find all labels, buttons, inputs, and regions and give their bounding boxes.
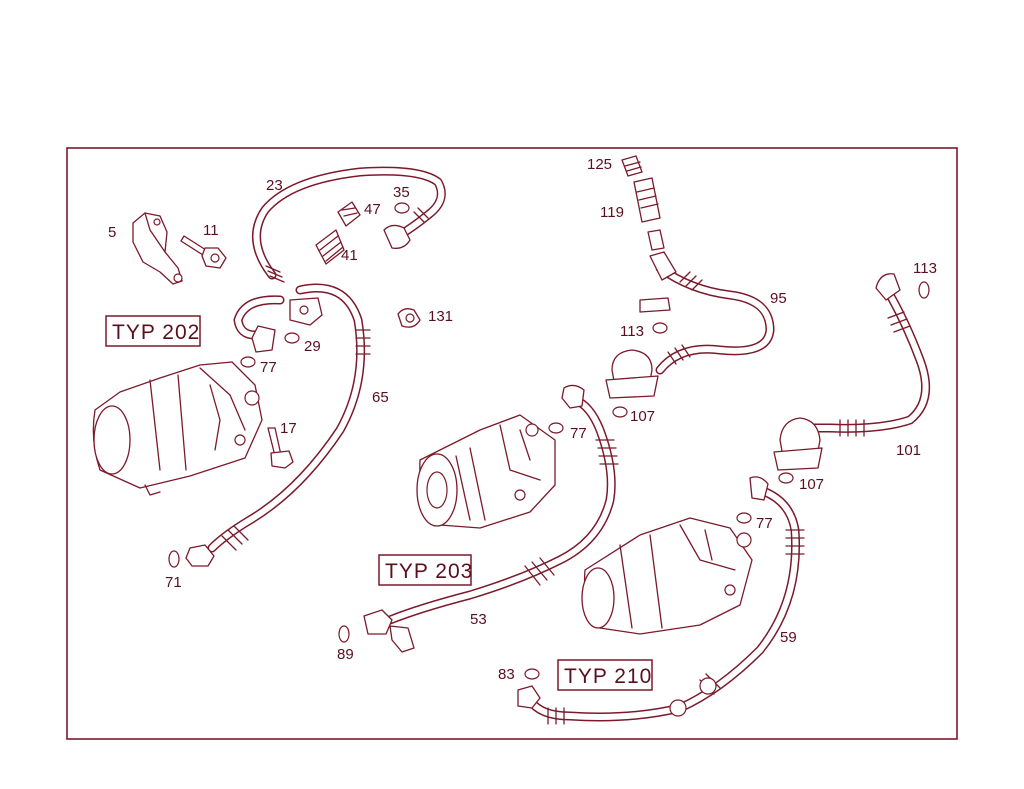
callout-17: 17 — [280, 420, 297, 437]
typ-210-box — [557, 659, 653, 691]
callout-59: 59 — [780, 629, 797, 646]
compressor-typ-210 — [581, 517, 753, 635]
typ-210-group: TYP 210 — [517, 273, 931, 725]
hose-part-23 — [252, 166, 446, 283]
callout-41: 41 — [341, 247, 358, 264]
typ-202-group: TYP 202 — [92, 166, 446, 568]
callout-131: 131 — [428, 308, 453, 325]
hose-part-95 — [639, 251, 775, 375]
cap-part-125 — [621, 155, 643, 177]
bolt-part-17 — [267, 427, 294, 469]
callout-labels: 5 11 23 35 47 41 131 29 77 65 17 71 125 … — [108, 156, 937, 683]
manifold-part-29 — [233, 295, 323, 353]
typ-210-label: TYP 210 — [564, 665, 652, 688]
seal-ring-113-a — [652, 322, 668, 334]
compressor-typ-203 — [416, 414, 556, 529]
seal-ring-107-a — [612, 406, 628, 418]
callout-11: 11 — [203, 222, 219, 239]
seal-ring-77-b — [548, 422, 564, 434]
callout-29: 29 — [304, 338, 321, 355]
callout-113-b: 113 — [913, 260, 937, 277]
typ-203-group: TYP 203 — [338, 155, 775, 653]
bracket-part-5 — [132, 212, 183, 285]
typ-203-label: TYP 203 — [385, 560, 473, 583]
callout-89: 89 — [337, 646, 354, 663]
callout-95: 95 — [770, 290, 787, 307]
seal-ring-89 — [338, 625, 350, 643]
callout-125: 125 — [587, 156, 612, 173]
callout-101: 101 — [896, 442, 921, 459]
seal-ring-77-c — [736, 512, 752, 524]
hose-part-59 — [517, 476, 805, 725]
valve-part-41 — [315, 229, 345, 265]
seal-ring-71 — [168, 550, 180, 568]
diagram-frame — [66, 147, 958, 740]
callout-107-b: 107 — [799, 476, 824, 493]
callout-119: 119 — [600, 204, 624, 221]
hose-part-101 — [807, 273, 931, 437]
callout-23: 23 — [266, 177, 283, 194]
receiver-part-107-a — [605, 349, 659, 399]
receiver-part-107-b — [773, 417, 823, 471]
valve-part-119 — [633, 177, 665, 251]
seal-ring-83 — [524, 668, 540, 680]
callout-5: 5 — [108, 224, 116, 241]
compressor-typ-202 — [92, 361, 263, 496]
seal-ring-35 — [394, 202, 410, 214]
typ-202-box — [105, 315, 201, 347]
bolt-part-11 — [180, 235, 227, 269]
clip-part-131 — [397, 308, 421, 328]
seal-ring-107-b — [778, 472, 794, 484]
callout-65: 65 — [372, 389, 389, 406]
typ-202-label: TYP 202 — [112, 321, 200, 344]
callout-35: 35 — [393, 184, 410, 201]
callout-77-a: 77 — [260, 359, 277, 376]
callout-107-a: 107 — [630, 408, 655, 425]
callout-77-c: 77 — [756, 515, 773, 532]
callout-71: 71 — [165, 574, 182, 591]
callout-113-a: 113 — [620, 323, 644, 340]
typ-203-box — [378, 554, 472, 586]
seal-ring-113-b — [918, 281, 930, 299]
callout-47: 47 — [364, 201, 381, 218]
hose-part-53 — [363, 384, 619, 653]
cap-part-47 — [337, 201, 361, 227]
callout-53: 53 — [470, 611, 487, 628]
callout-77-b: 77 — [570, 425, 587, 442]
hose-part-65 — [185, 283, 371, 567]
callout-83: 83 — [498, 666, 515, 683]
seal-ring-29 — [284, 332, 300, 344]
seal-ring-77-a — [240, 356, 256, 368]
